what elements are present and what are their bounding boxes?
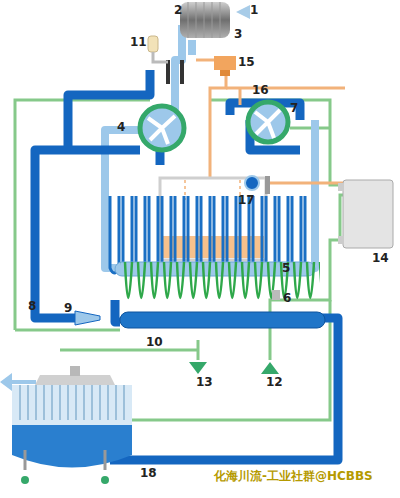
inlet-triangle bbox=[261, 362, 279, 374]
compressor bbox=[248, 102, 288, 142]
cylinder-fins bbox=[188, 2, 220, 38]
callout-number: 15 bbox=[238, 56, 255, 68]
sensor-mount bbox=[265, 176, 270, 194]
drain-pipe bbox=[25, 450, 105, 470]
callout-number: 3 bbox=[234, 28, 242, 40]
callout-number: 1 bbox=[250, 4, 258, 16]
turbine-cylinder bbox=[180, 2, 230, 38]
callout-number: 2 bbox=[174, 4, 182, 16]
callout-number: 4 bbox=[117, 121, 125, 133]
callout-number: 12 bbox=[266, 376, 283, 388]
compressor bbox=[140, 106, 184, 150]
drip bbox=[101, 476, 109, 484]
callout-number: 14 bbox=[372, 252, 389, 264]
compressor-blades bbox=[148, 116, 175, 144]
callout-number: 7 bbox=[290, 102, 298, 114]
sensor bbox=[245, 176, 259, 190]
connector bbox=[338, 183, 344, 191]
valve-block bbox=[214, 56, 236, 70]
callout-number: 10 bbox=[146, 336, 163, 348]
compressor-blades bbox=[255, 110, 280, 138]
exchanger-band bbox=[120, 312, 325, 328]
connector bbox=[338, 236, 344, 244]
callout-number: 6 bbox=[283, 292, 291, 304]
tank-top bbox=[12, 385, 132, 425]
tank-fill bbox=[20, 385, 124, 420]
valve-handle bbox=[148, 36, 158, 52]
drain-valve bbox=[272, 290, 280, 300]
drip bbox=[21, 476, 29, 484]
callout-number: 17 bbox=[238, 194, 255, 206]
outlet-triangle bbox=[189, 362, 207, 374]
valve-body bbox=[166, 60, 170, 84]
watermark: 化海川流-工业社群@HCBBS bbox=[214, 470, 373, 482]
tank-lid bbox=[35, 375, 115, 385]
valve-link bbox=[153, 52, 168, 62]
green-pipes bbox=[15, 100, 345, 420]
tank-stack bbox=[70, 366, 80, 376]
valve-stem bbox=[220, 70, 230, 76]
callout-number: 16 bbox=[252, 84, 269, 96]
valve-body bbox=[180, 60, 184, 84]
controller-box bbox=[343, 180, 393, 248]
callout-number: 5 bbox=[282, 262, 290, 274]
callout-number: 13 bbox=[196, 376, 213, 388]
callout-number: 18 bbox=[140, 467, 157, 479]
inlet-arrow bbox=[236, 5, 250, 19]
callout-number: 9 bbox=[64, 302, 72, 314]
callout-number: 8 bbox=[28, 300, 36, 312]
nozzle bbox=[75, 311, 100, 325]
callout-number: 11 bbox=[130, 36, 147, 48]
vent-arrow bbox=[0, 373, 36, 391]
